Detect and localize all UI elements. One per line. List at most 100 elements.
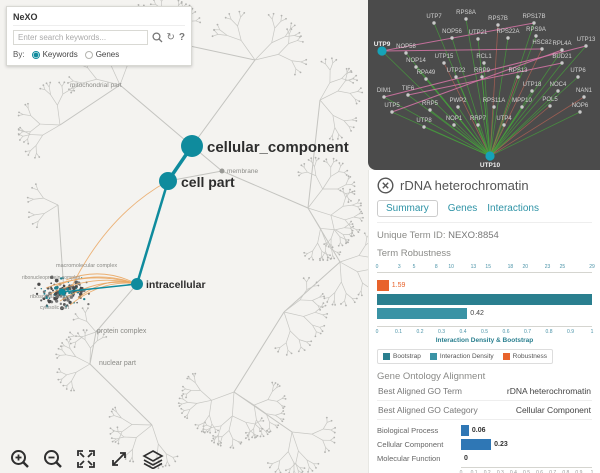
- zoom-out-button[interactable]: [43, 449, 63, 469]
- search-icon[interactable]: [151, 32, 163, 43]
- minor-term-label: protein complex: [97, 328, 147, 335]
- close-icon[interactable]: [377, 177, 394, 194]
- gene-node-RRP9[interactable]: [480, 75, 484, 79]
- gene-node-UTP5[interactable]: [390, 110, 394, 114]
- alignment-label: Best Aligned GO Term: [378, 386, 462, 396]
- details-panel: rDNA heterochromatin Summary Genes Inter…: [368, 170, 600, 473]
- gene-node-RPA49[interactable]: [424, 77, 428, 81]
- gene-node-HSC82[interactable]: [540, 47, 544, 51]
- minor-term-label: macromolecular complex: [56, 263, 117, 269]
- gene-node-NAN1[interactable]: [582, 95, 586, 99]
- gene-node-UTP22[interactable]: [454, 75, 458, 79]
- gene-node-RPS13[interactable]: [516, 75, 520, 79]
- gene-node-MPP10[interactable]: [520, 105, 524, 109]
- gene-label: UTP18: [523, 82, 542, 88]
- gene-node-UTP7[interactable]: [432, 21, 436, 25]
- view-toolbar: [10, 449, 164, 469]
- gene-node-UTP18[interactable]: [530, 89, 534, 93]
- gene-node-UTP8[interactable]: [422, 125, 426, 129]
- gene-node-RPL4A[interactable]: [560, 48, 564, 52]
- minor-term-label: cytosolic part: [40, 305, 70, 311]
- radio-keywords[interactable]: Keywords: [31, 50, 78, 59]
- gene-label: RPA49: [417, 70, 436, 76]
- radio-genes-dot: [84, 50, 93, 59]
- gene-node-UTP13[interactable]: [584, 44, 588, 48]
- gene-label: POL5: [542, 97, 558, 103]
- gene-label: RCL1: [476, 54, 492, 60]
- gene-node-RPS7B[interactable]: [496, 23, 500, 27]
- gene-node-RPS11A[interactable]: [492, 105, 496, 109]
- gene-node-DIM1[interactable]: [382, 95, 386, 99]
- gene-node-RRP7[interactable]: [476, 123, 480, 127]
- legend-swatch-robustness: [502, 353, 510, 360]
- gene-label: NAN1: [576, 88, 593, 94]
- gene-node-UTP4[interactable]: [502, 123, 506, 127]
- gene-label: RPS17B: [522, 14, 545, 20]
- gene-node-RPS22A[interactable]: [506, 36, 510, 40]
- radio-genes[interactable]: Genes: [84, 50, 120, 59]
- gene-node-UTP6[interactable]: [576, 75, 580, 79]
- gene-label: UTP7: [426, 14, 442, 20]
- gene-node-TIF6[interactable]: [406, 93, 410, 97]
- gene-node-UTP15[interactable]: [442, 61, 446, 65]
- gene-node-UTP21[interactable]: [476, 37, 480, 41]
- gene-node-RPS17B[interactable]: [532, 21, 536, 25]
- gene-node-POL5[interactable]: [548, 104, 552, 108]
- zoom-in-button[interactable]: [10, 449, 30, 469]
- gene-node-RPS9A[interactable]: [534, 34, 538, 38]
- gene-node-NOP56[interactable]: [450, 36, 454, 40]
- gene-node-RPS8A[interactable]: [464, 17, 468, 21]
- term-id-value: NEXO:8854: [448, 230, 499, 241]
- gene-node-BUD21[interactable]: [560, 61, 564, 65]
- minor-term-label: nuclear part: [99, 360, 136, 367]
- radio-keywords-dot: [31, 50, 40, 59]
- term-node-cellular-component[interactable]: [181, 135, 203, 157]
- tab-interactions[interactable]: Interactions: [487, 203, 539, 214]
- bottom-axis-caption: Interaction Density & Bootstrap: [435, 337, 534, 344]
- minor-term-label: ribonucleoprotein complex: [22, 275, 81, 281]
- gene-label: UTP9: [374, 41, 391, 48]
- gene-node-PWP2[interactable]: [456, 105, 460, 109]
- bar-robustness: 1.59: [377, 280, 592, 291]
- legend-bootstrap: Bootstrap: [383, 353, 421, 360]
- gene-node-RRP5[interactable]: [428, 108, 432, 112]
- fit-view-button[interactable]: [76, 449, 96, 469]
- layers-button[interactable]: [142, 449, 164, 469]
- term-node-cell-part[interactable]: [159, 172, 177, 190]
- gene-node-NOP58[interactable]: [404, 51, 408, 55]
- gene-label: RPS9A: [526, 27, 546, 33]
- tab-summary[interactable]: Summary: [377, 200, 438, 217]
- gene-label: RPS7B: [488, 16, 508, 22]
- gene-node-UTP9[interactable]: [377, 46, 387, 56]
- tab-genes[interactable]: Genes: [447, 203, 478, 214]
- gene-node-NOP1[interactable]: [452, 123, 456, 127]
- term-node-small[interactable]: [58, 288, 66, 296]
- gene-label: NOC4: [550, 82, 567, 88]
- gene-label: RPS11A: [483, 98, 506, 104]
- term-node-intracellular[interactable]: [131, 278, 143, 290]
- search-input[interactable]: [13, 30, 148, 45]
- unique-term-id: Unique Term ID: NEXO:8854: [377, 230, 592, 241]
- gene-node-NOP6[interactable]: [578, 110, 582, 114]
- gene-label: UTP6: [570, 68, 586, 74]
- term-label: intracellular: [146, 279, 206, 291]
- gene-node-NOP14[interactable]: [414, 65, 418, 69]
- gene-node-RCL1[interactable]: [482, 61, 486, 65]
- gene-label: NOP56: [442, 29, 462, 35]
- gene-node-NOC4[interactable]: [556, 89, 560, 93]
- help-icon[interactable]: ?: [178, 31, 185, 43]
- expand-arrows-button[interactable]: [109, 449, 129, 469]
- gene-label: RRP9: [474, 68, 491, 74]
- gene-label: UTP21: [469, 30, 488, 36]
- gene-label: RPS8A: [456, 10, 476, 16]
- gene-node-UTP10[interactable]: [485, 151, 495, 161]
- gene-label: UTP13: [577, 37, 596, 43]
- radio-genes-label: Genes: [95, 50, 120, 59]
- reset-icon[interactable]: ↻: [166, 31, 175, 43]
